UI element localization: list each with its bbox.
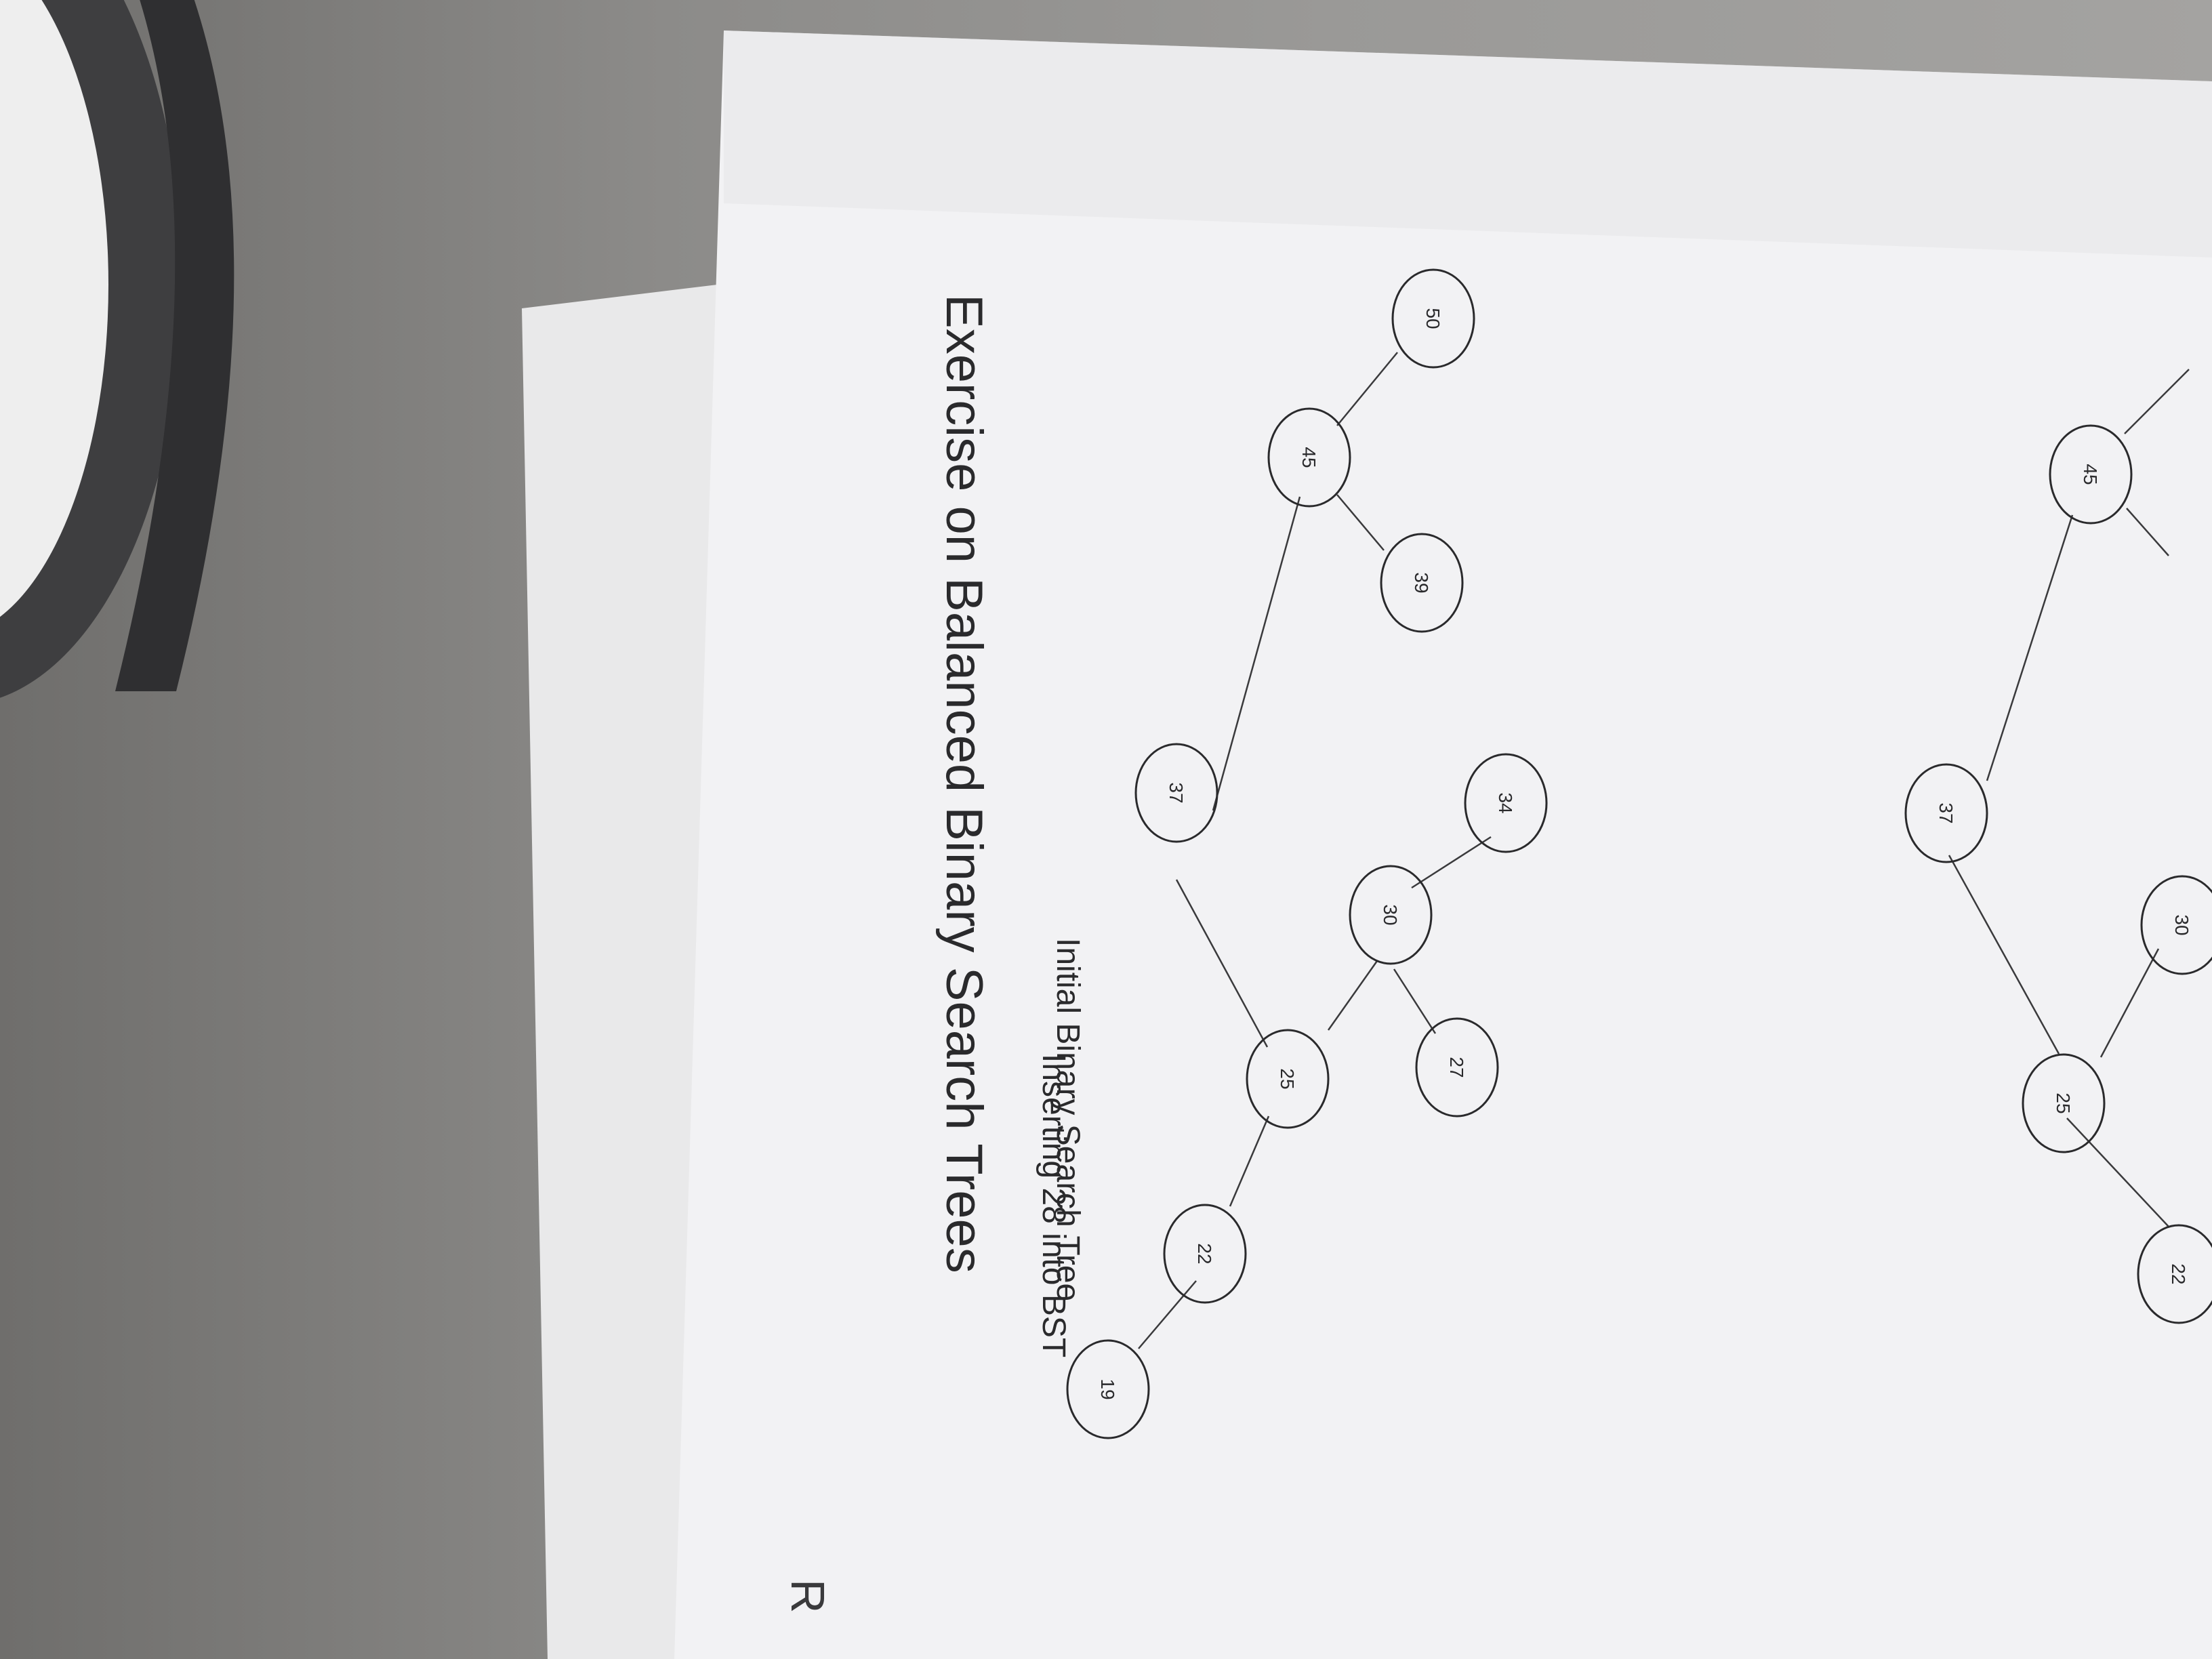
svg-text:37: 37: [1936, 802, 1957, 823]
svg-text:22: 22: [2168, 1263, 2189, 1284]
svg-text:30: 30: [1380, 904, 1401, 925]
desk-object: [0, 0, 234, 698]
tree2-node-45: 45: [2049, 424, 2133, 525]
svg-text:22: 22: [1194, 1243, 1215, 1264]
tree1-node-34: 34: [1464, 753, 1548, 853]
svg-text:39: 39: [1411, 572, 1432, 593]
svg-text:25: 25: [1277, 1068, 1298, 1089]
page-title: Exercise on Balanced Binary Search Trees: [935, 294, 993, 1273]
tree2-node-25: 25: [2022, 1053, 2106, 1153]
svg-text:19: 19: [1097, 1378, 1118, 1399]
svg-text:50: 50: [1422, 308, 1443, 329]
tree1-edges: [1138, 352, 1492, 1349]
tree1-node-19: 19: [1066, 1339, 1150, 1439]
svg-text:25: 25: [2053, 1092, 2074, 1113]
svg-text:45: 45: [1298, 447, 1319, 468]
tree1-node-45: 45: [1267, 407, 1351, 508]
svg-text:45: 45: [2080, 464, 2101, 485]
svg-text:34: 34: [1495, 792, 1516, 813]
front-paper-sheet: [674, 30, 2212, 1659]
background-letter: R: [781, 1579, 834, 1614]
tree1-node-27: 27: [1415, 1017, 1499, 1118]
svg-text:27: 27: [1446, 1057, 1467, 1078]
tree2-node-37: 37: [1904, 763, 1988, 863]
tree2-node-22: 22: [2137, 1224, 2212, 1324]
tree2-node-30: 30: [2140, 875, 2212, 975]
tree1-node-39: 39: [1380, 533, 1464, 633]
tree1-node-37: 37: [1134, 743, 1218, 843]
tree2-edges: [1948, 369, 2190, 1227]
svg-text:37: 37: [1166, 782, 1187, 803]
tree1-node-22: 22: [1163, 1204, 1247, 1304]
tree1-node-50: 50: [1391, 268, 1475, 369]
tree1-node-25: 25: [1246, 1029, 1330, 1129]
tree1-node-30: 30: [1349, 865, 1433, 965]
section-inserting-28: Inserting 28 into BST: [1036, 1054, 1071, 1358]
svg-text:30: 30: [2171, 914, 2192, 935]
